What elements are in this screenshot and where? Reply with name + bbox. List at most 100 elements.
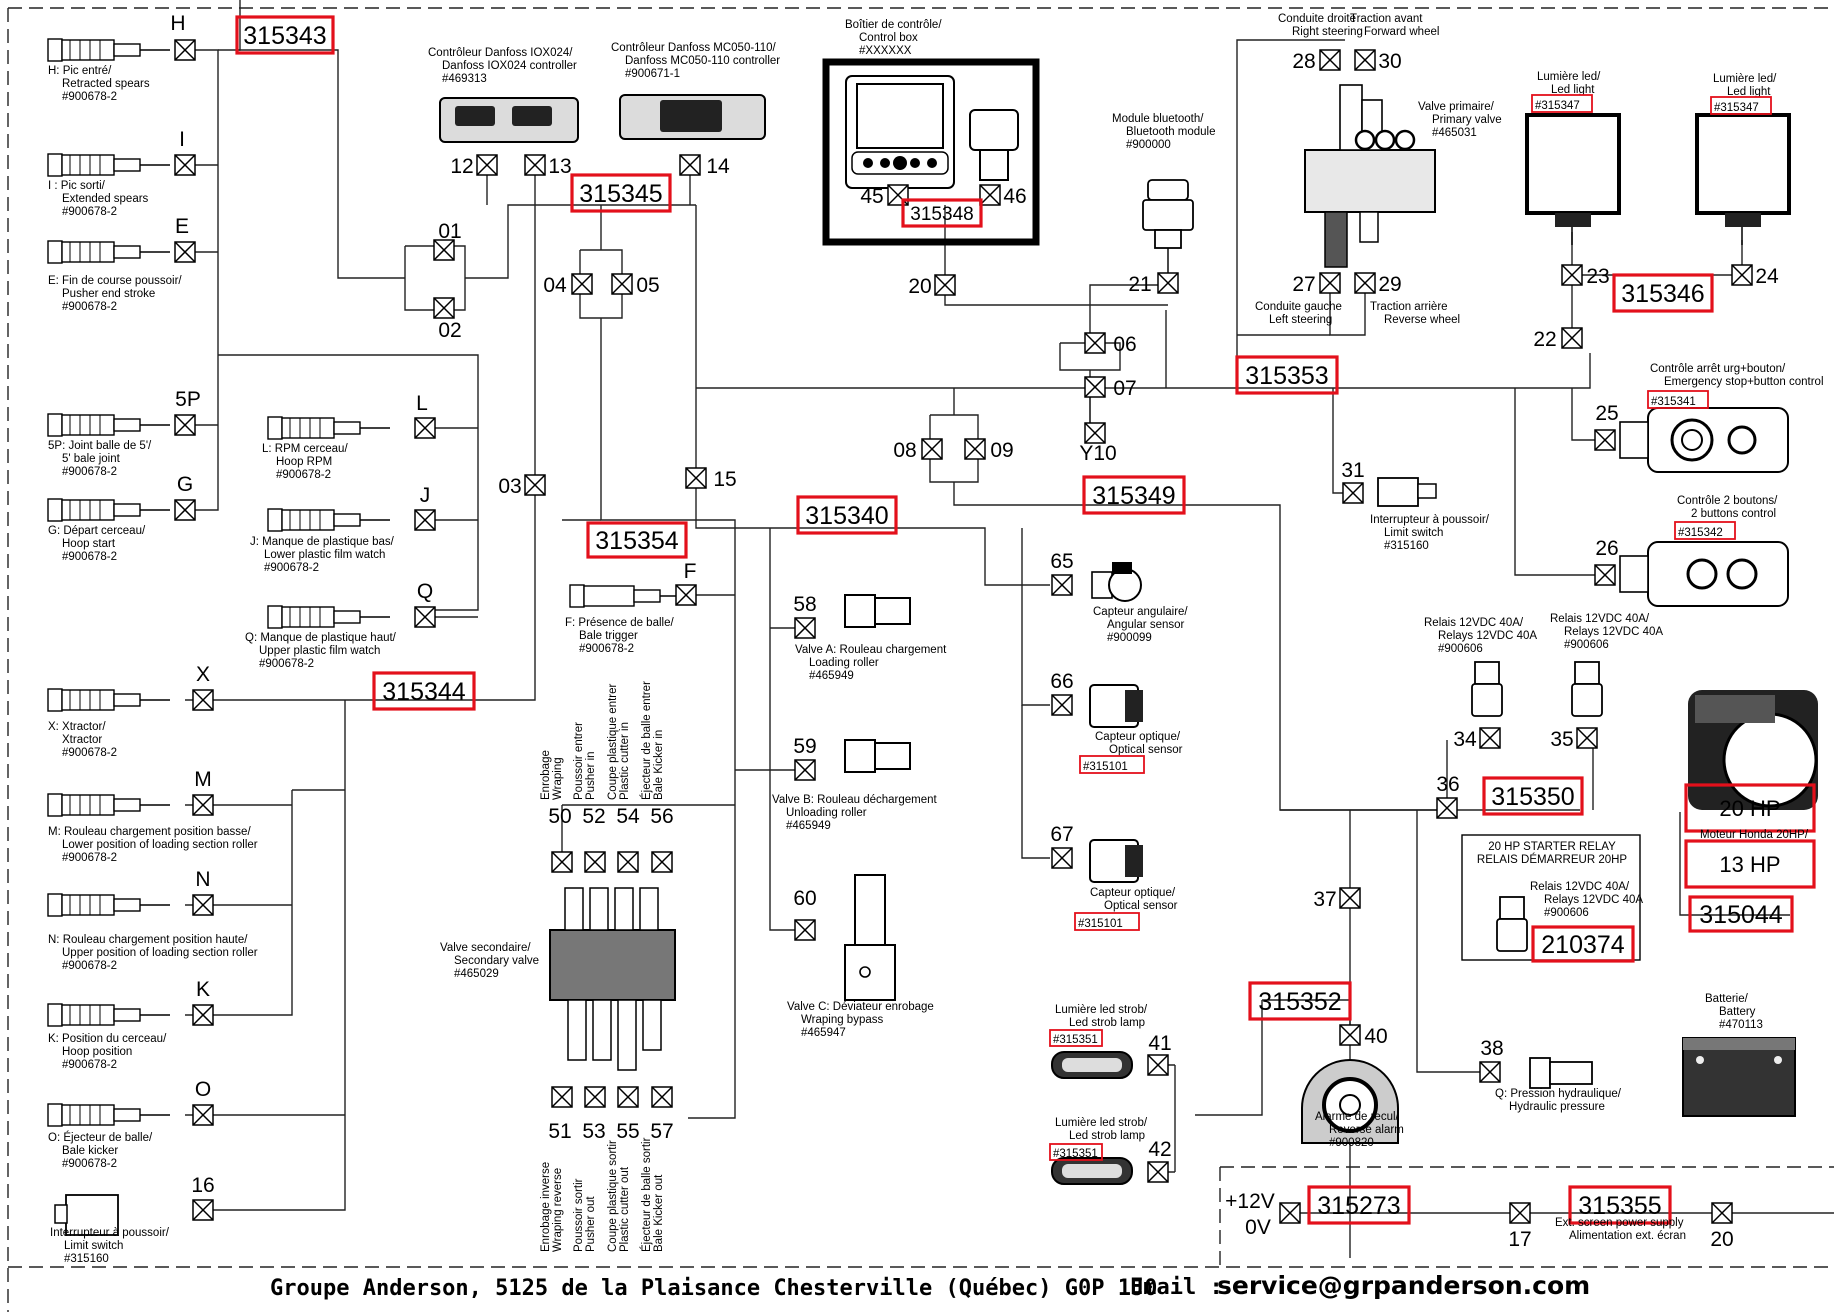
desc-J-line: Lower plastic film watch xyxy=(264,549,385,561)
sensor-E-icon xyxy=(47,240,170,264)
code-opt67-text: #315101 xyxy=(1078,918,1123,930)
harness-code-text: 315349 xyxy=(1092,482,1175,510)
desc-Q-line: Upper plastic film watch xyxy=(259,645,380,657)
desc-M-line: M: Rouleau chargement position basse/ xyxy=(48,826,251,838)
desc-control-box: Boîtier de contrôle/Control box#XXXXXX xyxy=(845,19,942,57)
valve-c xyxy=(844,874,896,1001)
desc-strob2-line: Lumière led strob/ xyxy=(1055,1117,1148,1129)
desc-reverse-wheel-line: Reverse wheel xyxy=(1384,314,1460,326)
desc-limit31: Interrupteur à poussoir/Limit switch#315… xyxy=(1370,514,1490,552)
desc-reverse-alarm-line: Alarme de recul/ xyxy=(1315,1111,1400,1123)
sensor-M-icon xyxy=(47,793,170,817)
desc-Q-line: #900678-2 xyxy=(259,658,314,670)
code-opt66: #315101 xyxy=(1079,755,1145,774)
desc-H-line: #900678-2 xyxy=(62,91,117,103)
desc-valveC-line: Valve C: Déviateur enrobage xyxy=(787,1001,934,1013)
connector-c22 xyxy=(1561,327,1583,349)
desc-opt66-line: Optical sensor xyxy=(1109,744,1183,756)
harness-code-text: 315350 xyxy=(1491,783,1574,811)
connector-v12 xyxy=(1279,1202,1301,1224)
connector-c20b xyxy=(1711,1202,1733,1224)
pressure-sensor xyxy=(1529,1057,1593,1089)
desc-battery: Batterie/Battery#470113 xyxy=(1705,993,1763,1031)
connector-label-X: X xyxy=(196,663,210,686)
connector-label-c21: 21 xyxy=(1128,273,1151,296)
valve-top-label-0-1: Wraping xyxy=(552,757,564,800)
footer-address: Groupe Anderson, 5125 de la Plaisance Ch… xyxy=(270,1276,1157,1301)
connector-c59 xyxy=(794,759,816,781)
harness-h315352: 315352 xyxy=(1248,981,1352,1021)
connector-c06 xyxy=(1084,332,1106,354)
code-strob1: #315351 xyxy=(1049,1029,1103,1047)
desc-5P-line: 5' bale joint xyxy=(62,453,121,465)
connector-label-c27: 27 xyxy=(1292,273,1315,296)
desc-5P-line: 5P: Joint balle de 5'/ xyxy=(48,440,152,452)
desc-led2-line: Lumière led/ xyxy=(1713,73,1777,85)
desc-primary-valve: Valve primaire/Primary valve#465031 xyxy=(1418,101,1502,139)
desc-bluetooth: Module bluetooth/Bluetooth module#900000 xyxy=(1112,113,1216,151)
reverse-alarm xyxy=(1301,1059,1399,1144)
connector-H xyxy=(174,39,196,61)
desc-bluetooth-line: Module bluetooth/ xyxy=(1112,113,1204,125)
desc-ext-power-line: Alimentation ext. écran xyxy=(1569,1230,1686,1242)
desc-control-box-line: #XXXXXX xyxy=(859,45,912,57)
footer-email[interactable]: service@grpanderson.com xyxy=(1217,1271,1590,1300)
connector-c40 xyxy=(1339,1024,1361,1046)
connector-label-c07: 07 xyxy=(1113,377,1136,400)
desc-right-steering-line: Conduite droite xyxy=(1278,13,1356,25)
desc-F-line: Bale trigger xyxy=(579,630,638,642)
valve-top-label-1-0: Poussoir entrer xyxy=(573,722,585,800)
connector-label-c29: 29 xyxy=(1378,273,1401,296)
desc-forward-wheel-line: Traction avant xyxy=(1350,13,1423,25)
desc-E-line: E: Fin de course poussoir/ xyxy=(48,275,182,287)
connector-label-c50: 50 xyxy=(548,805,571,828)
desc-F-line: #900678-2 xyxy=(579,643,634,655)
harness-hp20: 20 HP xyxy=(1684,783,1816,833)
desc-battery-line: Batterie/ xyxy=(1705,993,1749,1005)
connector-c14 xyxy=(679,154,701,176)
limit-switch-31 xyxy=(1377,477,1437,507)
desc-L: L: RPM cerceau/Hoop RPM#900678-2 xyxy=(262,443,348,481)
harness-h315354: 315354 xyxy=(586,521,688,559)
valve-bottom-label-2-0: Coupe plastique sortir xyxy=(607,1140,619,1252)
desc-starter-title-line: 20 HP STARTER RELAY xyxy=(1488,841,1616,853)
connector-c29 xyxy=(1354,272,1376,294)
code-strob1-text: #315351 xyxy=(1053,1034,1098,1046)
connector-label-c09: 09 xyxy=(990,439,1013,462)
desc-battery-line: Battery xyxy=(1719,1006,1756,1018)
connector-boxes xyxy=(174,39,1753,1224)
desc-5P: 5P: Joint balle de 5'/5' bale joint#9006… xyxy=(48,440,152,478)
desc-estop-line: Emergency stop+button control xyxy=(1664,376,1824,388)
valve-a xyxy=(844,594,911,628)
honda-motor xyxy=(1688,690,1818,810)
connector-label-F: F xyxy=(684,560,697,583)
desc-strob1: Lumière led strob/Led strob lamp xyxy=(1055,1004,1148,1029)
desc-J-line: #900678-2 xyxy=(264,562,319,574)
led-light-1 xyxy=(1525,113,1621,245)
desc-valveC-line: #465947 xyxy=(801,1027,846,1039)
desc-bluetooth-line: Bluetooth module xyxy=(1126,126,1216,138)
desc-O-line: Bale kicker xyxy=(62,1145,118,1157)
connector-N xyxy=(192,894,214,916)
connector-c34 xyxy=(1479,727,1501,749)
connector-label-c06: 06 xyxy=(1113,333,1136,356)
desc-ctrl2-line: Danfoss MC050-110 controller xyxy=(625,55,780,67)
connector-c12 xyxy=(476,154,498,176)
desc-relay34-line: #900606 xyxy=(1438,643,1483,655)
desc-G-line: Hoop start xyxy=(62,538,116,550)
desc-forward-wheel-line: Forward wheel xyxy=(1364,26,1439,38)
connector-c13 xyxy=(524,154,546,176)
primary-valve xyxy=(1304,84,1436,268)
connector-label-c03: 03 xyxy=(498,475,521,498)
desc-left-steering-line: Left steering xyxy=(1269,314,1332,326)
connector-label-c04: 04 xyxy=(543,274,567,297)
desc-limit31-line: Interrupteur à poussoir/ xyxy=(1370,514,1490,526)
desc-motor: Moteur Honda 20HP/ xyxy=(1700,829,1809,841)
desc-opt66: Capteur optique/Optical sensor xyxy=(1095,731,1183,756)
connector-c37 xyxy=(1339,887,1361,909)
connector-label-P5: 5P xyxy=(175,388,201,411)
desc-secondary-valve: Valve secondaire/Secondary valve#465029 xyxy=(440,942,539,980)
desc-L-line: Hoop RPM xyxy=(276,456,332,468)
relay-35 xyxy=(1571,661,1603,717)
